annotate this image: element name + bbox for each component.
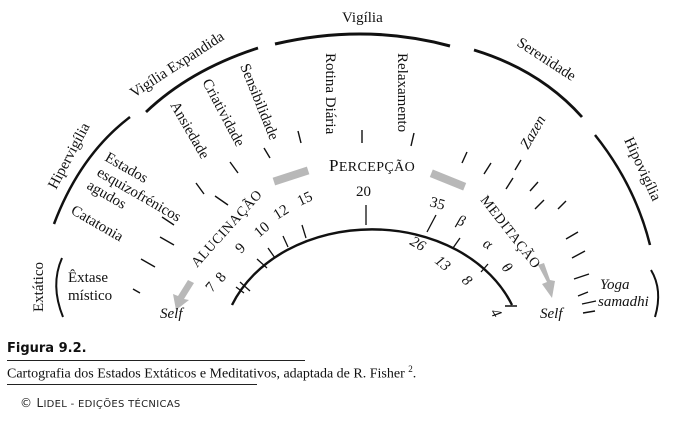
figure-title: Figura 9.2. [7,341,87,356]
inner-scale-arc [230,228,514,306]
publisher-initial: L [36,396,44,410]
label-hipovigilia: Hipovigília [620,135,664,204]
label-hipervigilia: Hipervigília [45,120,93,192]
label-rotina: Rotina Diária [322,53,338,135]
scale-35: 35 [428,194,447,213]
scale-4: 4 [487,306,505,321]
arc-yoga [650,269,660,318]
publisher-credit: © LIDEL - EDIÇÕES TÉCNICAS [20,396,181,410]
label-vigilia: Vigília [342,10,383,26]
divider [7,360,305,361]
gray-bar-left [272,166,310,186]
cartography-diagram: Extático Hipervigília Vigília Expandida … [31,10,664,322]
label-percepcao: PERCEPÇÃO [329,156,415,175]
divider [7,384,257,385]
eeg-alpha: α [480,236,496,254]
gray-arrow-left [173,280,194,310]
scale-10: 10 [251,219,273,241]
label-relaxamento: Relaxamento [394,53,410,132]
label-extatico: Extático [31,262,47,312]
eeg-theta: θ [498,260,515,277]
label-yoga-line1: Yoga [600,277,629,293]
caption-end: . [412,366,417,382]
scale-8: 8 [213,270,230,286]
eeg-beta: β [454,212,468,230]
arc-extatico [55,257,64,318]
label-sensibilidade: Sensibilidade [236,62,281,143]
label-serenidade: Serenidade [514,35,579,85]
figure-caption: Cartografia dos Estados Extáticos e Medi… [7,364,416,383]
arc-hipovigilia [594,134,652,246]
gray-bar-right [429,169,467,191]
label-yoga-line2: samadhi [598,294,649,310]
label-criatividade: Criatividade [198,76,247,149]
label-self-right: Self [540,306,564,322]
scale-12: 12 [271,202,292,224]
scale-20: 20 [356,184,371,200]
label-extase-line1: Êxtase [68,269,108,286]
scale-8-right: 8 [458,273,475,290]
publisher-name: IDEL - EDIÇÕES TÉCNICAS [43,399,181,410]
label-ansiedade: Ansiedade [167,99,213,162]
scale-9: 9 [233,240,250,257]
caption-text: Cartografia dos Estados Extáticos e Medi… [7,366,405,382]
arc-vigilia [274,32,451,48]
label-extase-line2: místico [68,288,112,304]
label-zazen: Zazen [518,113,550,152]
scale-7: 7 [203,279,220,295]
radial-ticks [132,130,597,314]
scale-15: 15 [295,189,315,210]
scale-13: 13 [431,253,453,275]
arc-ticks [235,205,489,294]
arc-serenidade [473,48,584,118]
copyright-icon: © [20,396,33,410]
footnote-ref[interactable]: 2 [408,364,413,374]
arc-hipervigilia [52,116,131,225]
arc-vigilia-expandida [145,46,259,114]
label-self-left: Self [160,306,184,322]
gray-arrow-right [538,263,555,298]
